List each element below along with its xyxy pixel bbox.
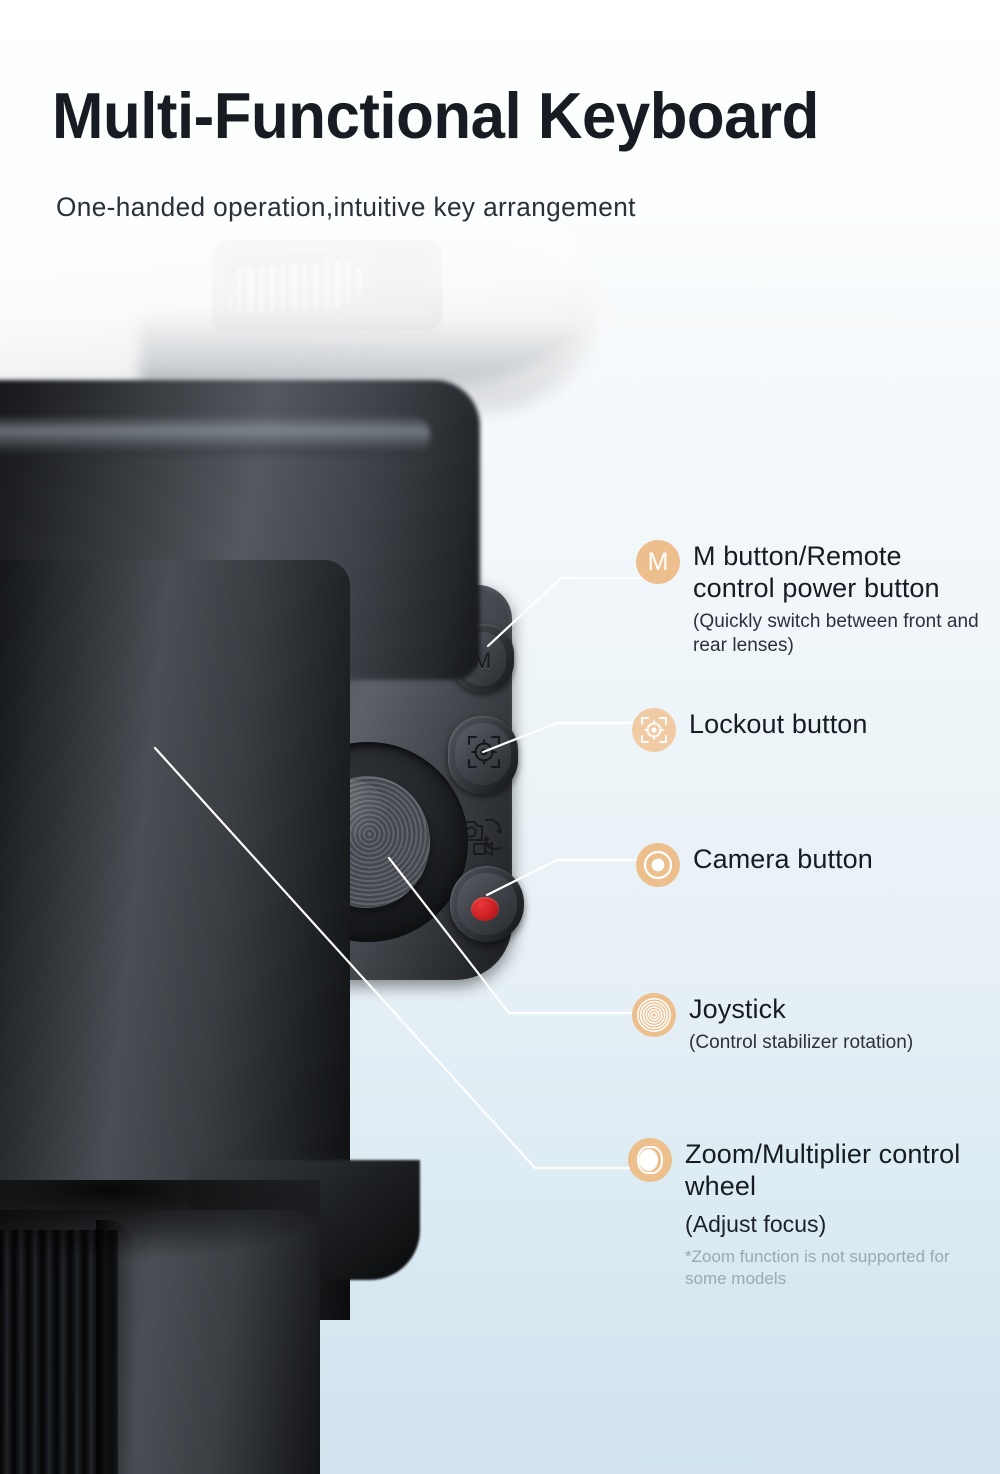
m-circle-icon: M bbox=[636, 540, 680, 584]
callout-camera-title: Camera button bbox=[693, 844, 873, 874]
callout-zoom-wheel: Zoom/Multiplier control wheel (Adjust fo… bbox=[628, 1138, 978, 1290]
callout-lockout-text: Lockout button bbox=[689, 708, 868, 741]
callout-camera-text: Camera button bbox=[693, 843, 873, 876]
phone-edge-shadow bbox=[140, 276, 600, 386]
focus-lock-icon bbox=[632, 708, 676, 752]
shutter-ring-glyph bbox=[643, 850, 673, 880]
callout-m-button: M M button/Remote control power button (… bbox=[636, 540, 986, 658]
callout-zoom-sub: (Adjust focus) bbox=[685, 1210, 827, 1237]
callout-zoom-note: *Zoom function is not supported for some… bbox=[685, 1246, 950, 1288]
callout-joystick-title: Joystick bbox=[689, 994, 786, 1024]
dial-wheel-icon bbox=[628, 1138, 672, 1182]
dial-wheel-glyph bbox=[637, 1146, 663, 1174]
callout-zoom-title: Zoom/Multiplier control wheel bbox=[685, 1139, 961, 1201]
m-icon-letter: M bbox=[647, 547, 669, 576]
callout-lockout-button: Lockout button bbox=[632, 708, 972, 752]
callout-lockout-title: Lockout button bbox=[689, 709, 868, 739]
page-subtitle: One-handed operation,intuitive key arran… bbox=[56, 192, 636, 222]
callout-joystick-text: Joystick (Control stabilizer rotation) bbox=[689, 993, 913, 1055]
concentric-rings-icon bbox=[632, 993, 676, 1037]
gimbal-upper-rim bbox=[0, 415, 430, 455]
callout-m-sub: (Quickly switch between front and rear l… bbox=[693, 610, 979, 656]
focus-lock-glyph bbox=[641, 717, 667, 743]
callout-m-title: M button/Remote control power button bbox=[693, 541, 940, 603]
callout-joystick-sub: (Control stabilizer rotation) bbox=[689, 1031, 914, 1053]
callout-camera-button: Camera button bbox=[636, 843, 976, 887]
callout-joystick: Joystick (Control stabilizer rotation) bbox=[632, 993, 972, 1055]
callout-m-text: M button/Remote control power button (Qu… bbox=[693, 540, 986, 658]
grip-top-shadow bbox=[0, 1180, 320, 1270]
callout-zoom-text: Zoom/Multiplier control wheel (Adjust fo… bbox=[685, 1138, 978, 1290]
product-photo-gimbal bbox=[0, 220, 620, 1474]
concentric-rings-glyph bbox=[637, 998, 671, 1032]
shutter-ring-icon bbox=[636, 843, 680, 887]
page-title: Multi-Functional Keyboard bbox=[52, 79, 819, 152]
